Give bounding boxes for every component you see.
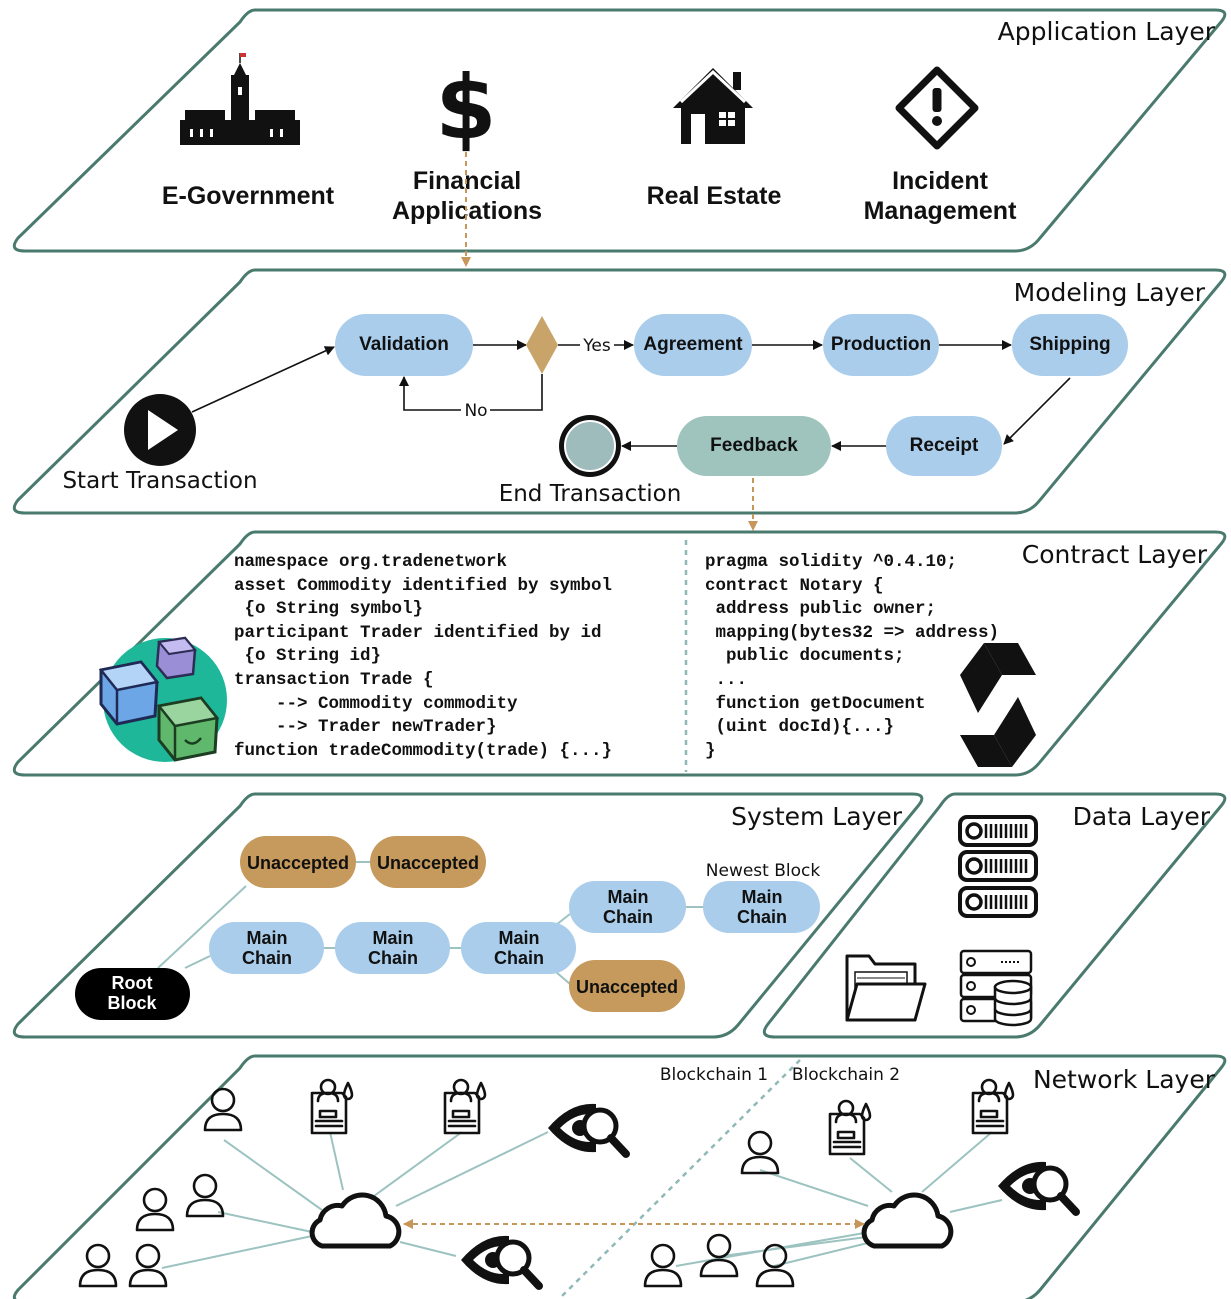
- incident-label-line2: Management: [864, 197, 1017, 225]
- code-line: contract Notary {: [705, 576, 884, 596]
- main-chain-block: [569, 881, 686, 933]
- receipt-label: Receipt: [910, 435, 979, 456]
- blockchain1-label: Blockchain 1: [660, 1065, 768, 1085]
- unaccepted-label: Unaccepted: [576, 977, 678, 997]
- code-line: function tradeCommodity(trade) {...}: [234, 741, 612, 761]
- receipt-node: [886, 416, 1002, 476]
- unaccepted-block: [370, 836, 486, 888]
- data-layer: Data Layer: [762, 792, 1227, 1039]
- validation-label: Validation: [359, 334, 449, 355]
- system-layer-title: System Layer: [731, 802, 903, 831]
- solidity-code: pragma solidity ^0.4.10; contract Notary…: [705, 552, 999, 761]
- feedback-label: Feedback: [710, 435, 798, 456]
- agreement-label: Agreement: [643, 334, 743, 355]
- unaccepted-block: [569, 960, 685, 1012]
- chain-label: Chain: [603, 907, 653, 927]
- main-chain-block: [209, 922, 324, 974]
- contract-layer: Contract Layer namespace org.tradenetwor…: [12, 530, 1227, 777]
- unaccepted-label: Unaccepted: [247, 853, 349, 873]
- code-line: --> Trader newTrader}: [234, 717, 497, 737]
- production-node: [823, 314, 939, 376]
- feedback-node: [677, 416, 831, 476]
- end-icon: [559, 415, 621, 477]
- egov-label: E-Government: [162, 182, 335, 210]
- dollar-icon: $: [435, 56, 496, 159]
- application-layer: Application Layer E-Government $ Financi…: [12, 8, 1227, 253]
- shipping-label: Shipping: [1029, 334, 1110, 355]
- solidity-logo-icon: [960, 643, 1036, 767]
- unaccepted-label: Unaccepted: [377, 853, 479, 873]
- code-line: {o String id}: [234, 646, 381, 666]
- code-line: transaction Trade {: [234, 670, 434, 690]
- system-layer: System Layer Unaccepted Unaccepted Main …: [12, 792, 924, 1039]
- main-label: Main: [741, 887, 782, 907]
- block-label: Block: [107, 993, 157, 1013]
- main-label: Main: [498, 928, 539, 948]
- code-line: --> Commodity commodity: [234, 694, 518, 714]
- code-line: }: [705, 741, 716, 761]
- production-label: Production: [831, 334, 931, 355]
- data-layer-title: Data Layer: [1073, 802, 1211, 831]
- newest-main-chain-block: [703, 881, 820, 933]
- code-line: address public owner;: [705, 599, 936, 619]
- application-layer-title: Application Layer: [998, 17, 1216, 46]
- root-block: [75, 968, 190, 1020]
- newest-block-label: Newest Block: [706, 861, 821, 881]
- shipping-node: [1012, 314, 1128, 376]
- network-layer-title: Network Layer: [1033, 1065, 1216, 1094]
- code-line: participant Trader identified by id: [234, 623, 602, 643]
- main-chain-block: [461, 922, 576, 974]
- main-label: Main: [607, 887, 648, 907]
- contract-layer-title: Contract Layer: [1022, 540, 1208, 569]
- start-icon: [124, 394, 196, 466]
- chain-label: Chain: [242, 948, 292, 968]
- code-line: function getDocument: [705, 694, 926, 714]
- blockchain-divider: [559, 1059, 801, 1299]
- no-label: No: [464, 401, 487, 421]
- database-icon: [959, 949, 1033, 1027]
- end-transaction-label: End Transaction: [499, 481, 682, 507]
- composer-code: namespace org.tradenetwork asset Commodi…: [234, 552, 612, 761]
- code-line: pragma solidity ^0.4.10;: [705, 552, 957, 572]
- network-layer: Network Layer Blockchain 1 Blockchain 2: [12, 1054, 1227, 1299]
- modeling-layer-title: Modeling Layer: [1014, 278, 1206, 307]
- code-line: ...: [705, 670, 747, 690]
- unaccepted-block: [240, 836, 356, 888]
- house-icon: [673, 68, 753, 144]
- modeling-layer: Modeling Layer Start Transaction Validat…: [12, 268, 1227, 515]
- validation-node: [335, 314, 473, 376]
- folder-icon: [845, 954, 927, 1022]
- agreement-node: [634, 314, 752, 376]
- warning-icon: [895, 66, 979, 150]
- code-line: asset Commodity identified by symbol: [234, 576, 612, 596]
- code-line: namespace org.tradenetwork: [234, 552, 507, 572]
- main-label: Main: [246, 928, 287, 948]
- parliament-icon: [180, 53, 300, 145]
- code-line: (uint docId){...}: [705, 717, 894, 737]
- composer-logo-icon: [98, 636, 227, 762]
- code-line: {o String symbol}: [234, 599, 423, 619]
- chain-label: Chain: [368, 948, 418, 968]
- root-label: Root: [112, 973, 153, 993]
- start-transaction-label: Start Transaction: [62, 468, 257, 494]
- main-label: Main: [372, 928, 413, 948]
- real-estate-label: Real Estate: [647, 182, 782, 210]
- decision-diamond: [526, 316, 558, 374]
- yes-label: Yes: [582, 336, 611, 356]
- incident-label-line1: Incident: [892, 167, 989, 195]
- chain-label: Chain: [494, 948, 544, 968]
- chain-label: Chain: [737, 907, 787, 927]
- code-line: public documents;: [705, 646, 905, 666]
- main-chain-block: [335, 922, 450, 974]
- server-rack-icon: [958, 815, 1038, 918]
- blockchain2-label: Blockchain 2: [792, 1065, 900, 1085]
- code-line: mapping(bytes32 => address): [705, 623, 999, 643]
